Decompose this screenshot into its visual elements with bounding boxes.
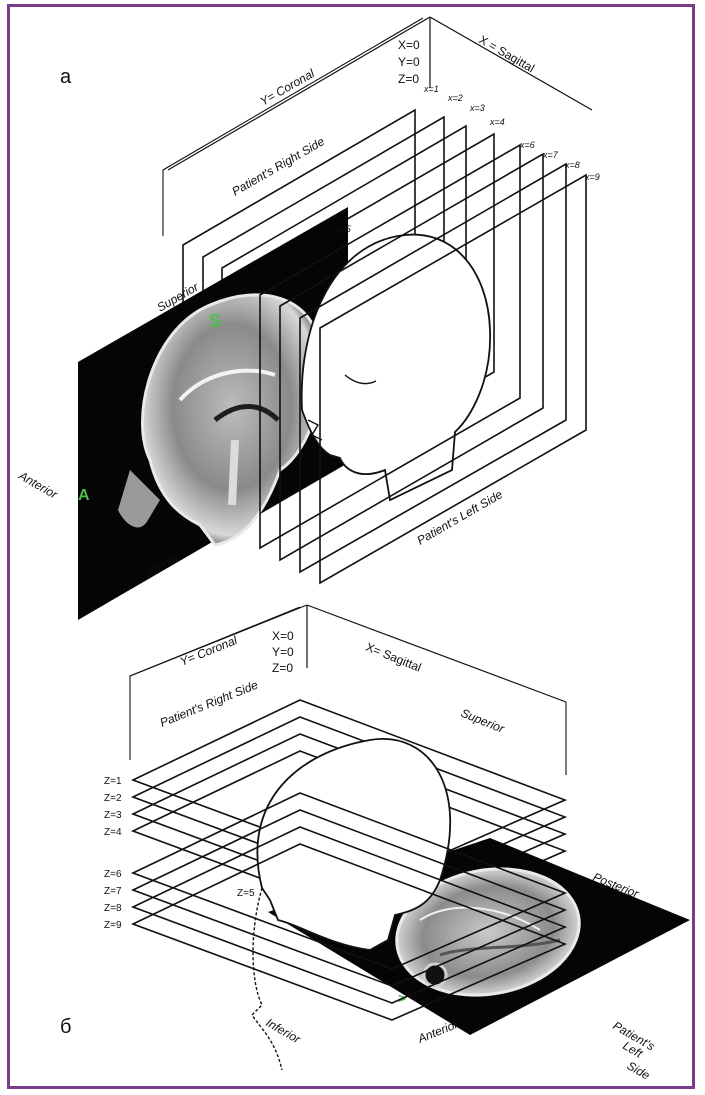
slice-labels-a: x=1 x=2 x=3 x=4 x=5 x=6 x=7 x=8 x=9	[335, 84, 600, 234]
marker-a-a: A	[78, 487, 90, 504]
slice-label: Z=1	[104, 776, 122, 787]
origin-z-b: Z=0	[272, 661, 293, 675]
slice-label: x=8	[564, 160, 580, 170]
superior-label-b: Superior	[459, 706, 507, 736]
panel-b-letter: б	[60, 1016, 71, 1038]
origin-y-b: Y=0	[272, 645, 294, 659]
slice-label: x=9	[584, 172, 600, 182]
slice-label: x=6	[519, 140, 535, 150]
slice-label: Z=9	[104, 920, 122, 931]
right-side-label-b: Patient's Right Side	[158, 678, 260, 730]
origin-z-a: Z=0	[398, 72, 419, 86]
slice-label: Z=8	[104, 903, 122, 914]
axis-x-label-a: X = Sagittal	[477, 32, 537, 75]
origin-x-a: X=0	[398, 38, 420, 52]
axis-y-label-a: Y= Coronal	[258, 66, 318, 108]
slice-label: Z=3	[104, 810, 122, 821]
slice-label: x=3	[469, 103, 485, 113]
axis-y-label-b: Y= Coronal	[178, 633, 240, 669]
slice-label: x=1	[423, 84, 439, 94]
sagittal-axis-b	[307, 605, 566, 702]
origin-y-a: Y=0	[398, 55, 420, 69]
marker-s-a: S	[209, 311, 221, 331]
slice-label: x=2	[447, 93, 463, 103]
origin-x-b: X=0	[272, 629, 294, 643]
panel-a-letter: а	[60, 66, 72, 88]
left-side-label-a: Patient's Left Side	[415, 487, 506, 547]
slice-label: Z=5	[237, 888, 255, 899]
slice-label: Z=6	[104, 869, 122, 880]
left-side-label-b-3: Side	[625, 1058, 653, 1082]
anterior-label-b: Anterior	[415, 1017, 461, 1046]
inferior-label-b: Inferior	[264, 1015, 304, 1046]
slice-label: x=5	[335, 224, 352, 234]
slice-label: Z=2	[104, 793, 122, 804]
slice-label: Z=4	[104, 827, 122, 838]
anterior-label-a: Anterior	[16, 468, 61, 502]
slice-label: x=7	[542, 150, 559, 160]
slice-label: Z=7	[104, 886, 122, 897]
right-side-bracket-a	[163, 18, 423, 236]
panel-a: а X=0 Y=0 Z=0 X = Sagittal Y= Coronal Pa…	[16, 17, 600, 620]
slice-label: x=4	[489, 117, 505, 127]
panel-b: б X=0 Y=0 Z=0 X= Sagittal Y= Coronal Pat…	[60, 605, 690, 1083]
